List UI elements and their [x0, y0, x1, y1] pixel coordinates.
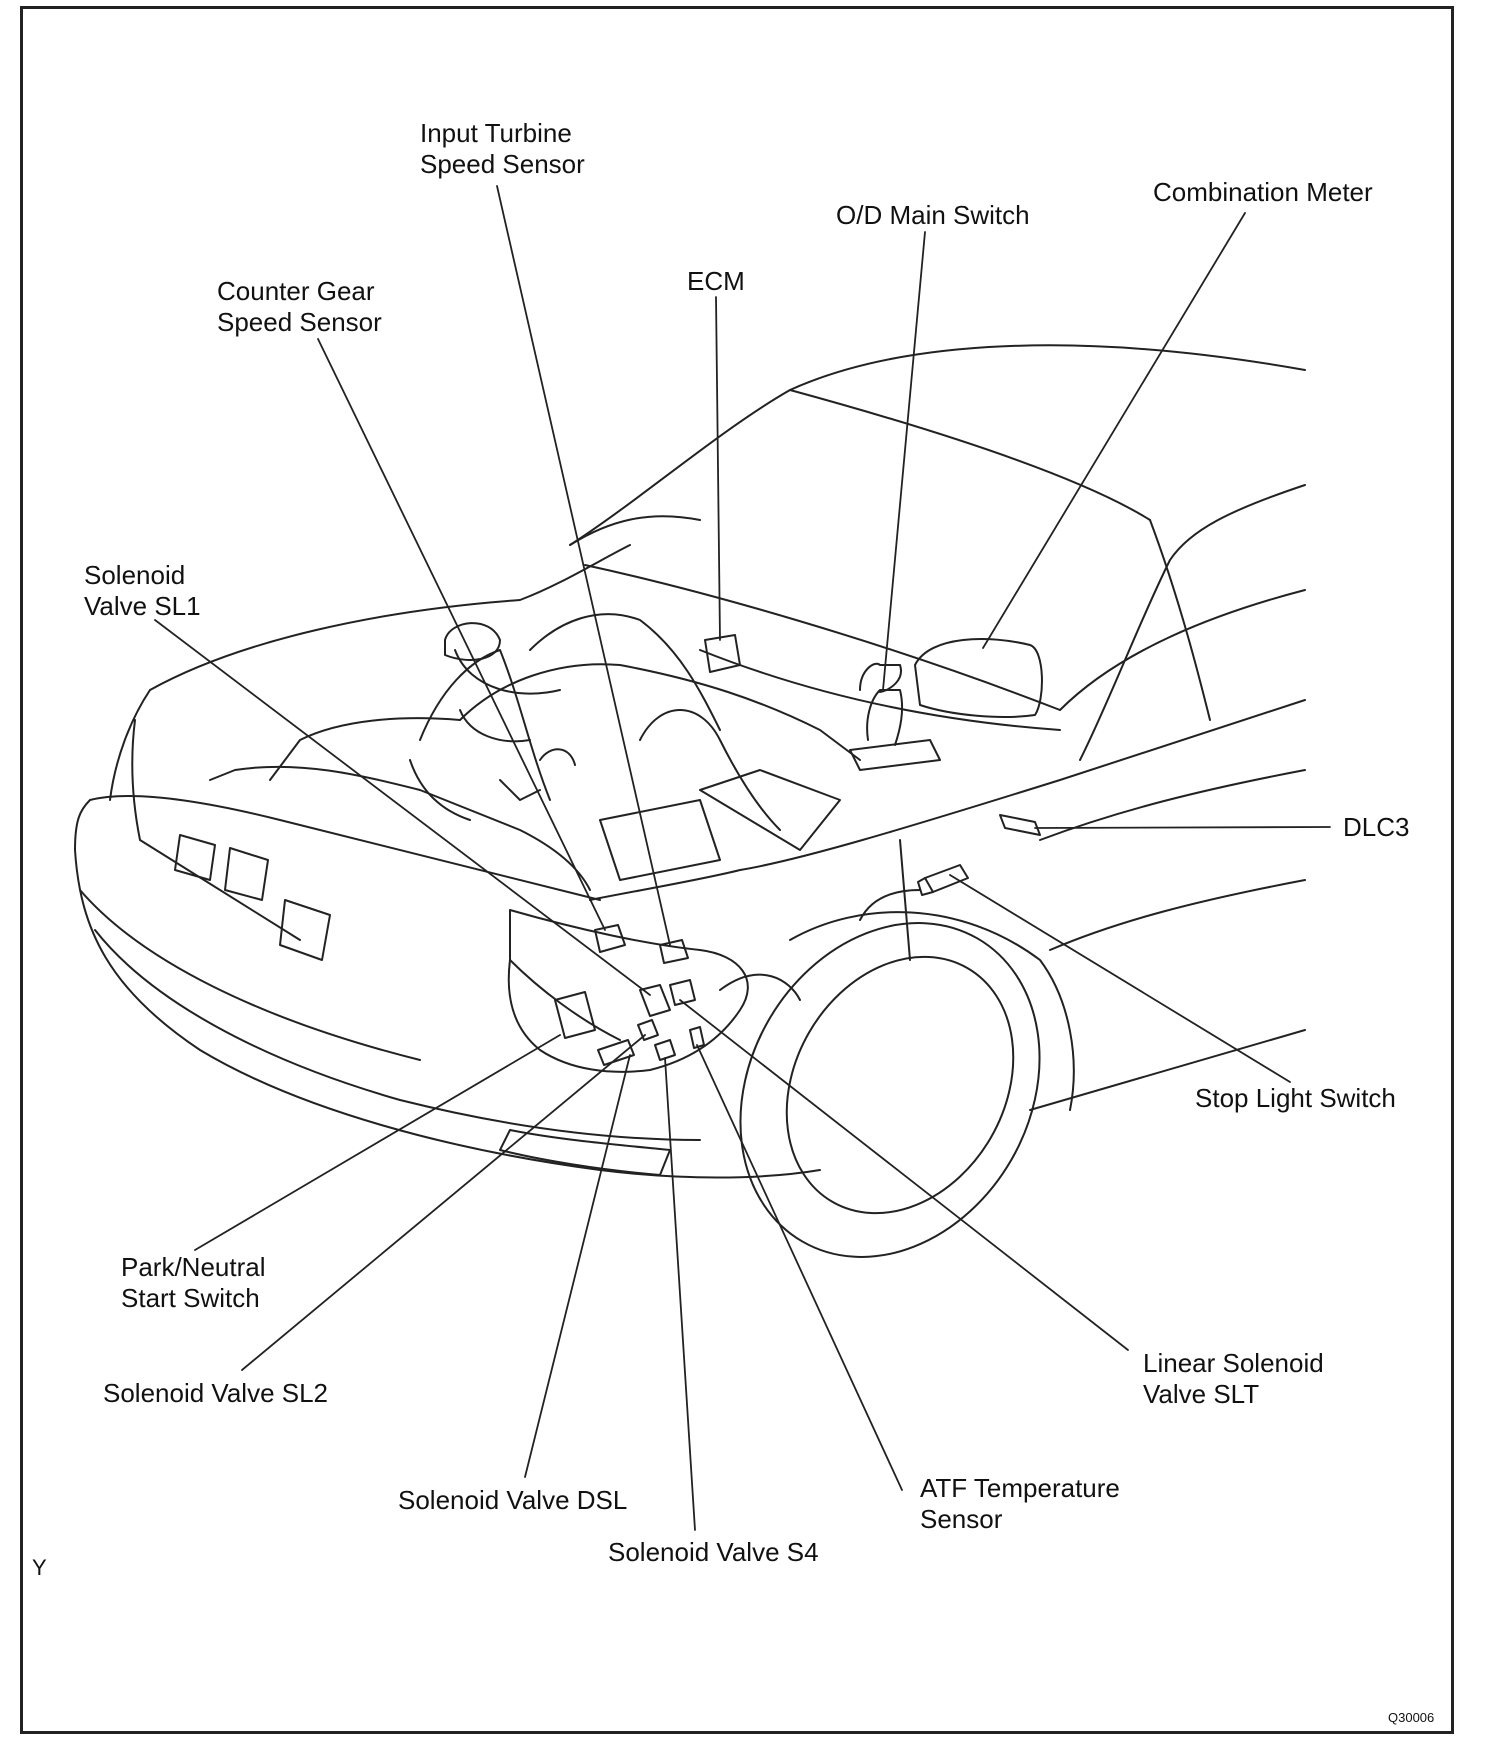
- leader-stop-light: [949, 874, 1291, 1083]
- figure-code: Q30006: [1388, 1710, 1435, 1725]
- corner-mark: Y: [32, 1555, 47, 1580]
- stop-light-switch-part: [924, 864, 969, 893]
- front-fender: [589, 699, 1306, 901]
- label-solenoid-valve-sl2: Solenoid Valve SL2: [103, 1378, 328, 1409]
- dsl-part: [597, 1039, 635, 1066]
- dashboard-outline: [699, 649, 1061, 731]
- label-line: Solenoid Valve DSL: [398, 1485, 628, 1515]
- label-line: Input Turbine: [420, 118, 572, 148]
- label-line: Counter Gear: [217, 276, 375, 306]
- leader-dlc3: [1034, 826, 1331, 829]
- leader-input-turbine: [496, 185, 671, 946]
- headlight-right: [279, 899, 331, 961]
- label-line: Linear Solenoid: [1143, 1348, 1324, 1378]
- label-line: ECM: [687, 266, 745, 296]
- counter-gear-sensor-part: [594, 924, 626, 953]
- label-line: ATF Temperature: [920, 1473, 1120, 1503]
- label-line: Speed Sensor: [217, 307, 382, 337]
- leader-park-neutral: [194, 1034, 561, 1251]
- input-turbine-sensor-part: [659, 939, 689, 964]
- label-solenoid-valve-dsl: Solenoid Valve DSL: [398, 1485, 627, 1516]
- label-solenoid-valve-sl1: Solenoid Valve SL1: [84, 560, 201, 622]
- label-input-turbine-speed-sensor: Input Turbine Speed Sensor: [420, 118, 585, 180]
- label-line: Solenoid Valve SL2: [103, 1378, 329, 1408]
- label-stop-light-switch: Stop Light Switch: [1195, 1083, 1396, 1114]
- label-combination-meter: Combination Meter: [1153, 177, 1373, 208]
- leader-ecm: [715, 296, 721, 641]
- label-line: Valve SLT: [1143, 1379, 1260, 1409]
- leader-atf-temperature: [696, 1044, 903, 1491]
- label-ecm: ECM: [687, 266, 745, 297]
- a-pillar: [569, 515, 701, 546]
- park-neutral-switch-part: [554, 991, 596, 1039]
- transmission-housing: [507, 909, 749, 1073]
- leader-linear-slt: [679, 999, 1129, 1351]
- label-park-neutral-start-switch: Park/Neutral Start Switch: [121, 1252, 266, 1314]
- label-line: O/D Main Switch: [836, 200, 1030, 230]
- leader-counter-gear: [317, 338, 606, 931]
- leader-solenoid-dsl: [524, 1054, 631, 1478]
- atf-sensor-part: [689, 1026, 705, 1049]
- label-line: Park/Neutral: [121, 1252, 266, 1282]
- slt-part: [669, 979, 696, 1006]
- radiator-reservoir: [444, 622, 501, 661]
- s4-part: [654, 1039, 676, 1061]
- label-line: Start Switch: [121, 1283, 260, 1313]
- ecm-box: [704, 634, 741, 673]
- front-tire: [739, 922, 1041, 1258]
- label-line: Combination Meter: [1153, 177, 1373, 207]
- label-counter-gear-speed-sensor: Counter Gear Speed Sensor: [217, 276, 382, 338]
- leader-combination-meter: [982, 212, 1246, 649]
- leader-solenoid-sl2: [241, 1034, 646, 1371]
- headlight-mid: [224, 847, 269, 901]
- label-od-main-switch: O/D Main Switch: [836, 200, 1030, 231]
- shifter-console: [849, 739, 941, 771]
- label-line: Speed Sensor: [420, 149, 585, 179]
- solenoid-sl1-part: [639, 984, 671, 1017]
- label-linear-solenoid-valve-slt: Linear Solenoid Valve SLT: [1143, 1348, 1324, 1410]
- diagram-frame: [20, 6, 1454, 1734]
- leader-od-main-switch: [882, 231, 926, 691]
- sl2-part: [637, 1019, 659, 1041]
- leader-solenoid-s4: [664, 1057, 696, 1531]
- dlc3-connector: [999, 814, 1041, 836]
- label-line: Solenoid: [84, 560, 186, 590]
- label-line: Sensor: [920, 1504, 1003, 1534]
- headlight-left: [174, 834, 216, 881]
- engine-bay: [209, 765, 591, 891]
- combination-meter-shape: [914, 638, 1043, 718]
- label-atf-temperature-sensor: ATF Temperature Sensor: [920, 1473, 1120, 1535]
- windshield-outline: [569, 344, 1306, 546]
- front-rim: [785, 955, 1015, 1215]
- label-line: DLC3: [1343, 812, 1410, 842]
- label-line: Solenoid Valve S4: [608, 1537, 819, 1567]
- front-bumper: [74, 849, 821, 1179]
- hood-outline: [149, 544, 631, 691]
- label-line: Valve SL1: [84, 591, 201, 621]
- label-dlc3: DLC3: [1343, 812, 1409, 843]
- leader-solenoid-sl1: [154, 619, 651, 996]
- label-line: Stop Light Switch: [1195, 1083, 1396, 1113]
- label-solenoid-valve-s4: Solenoid Valve S4: [608, 1537, 819, 1568]
